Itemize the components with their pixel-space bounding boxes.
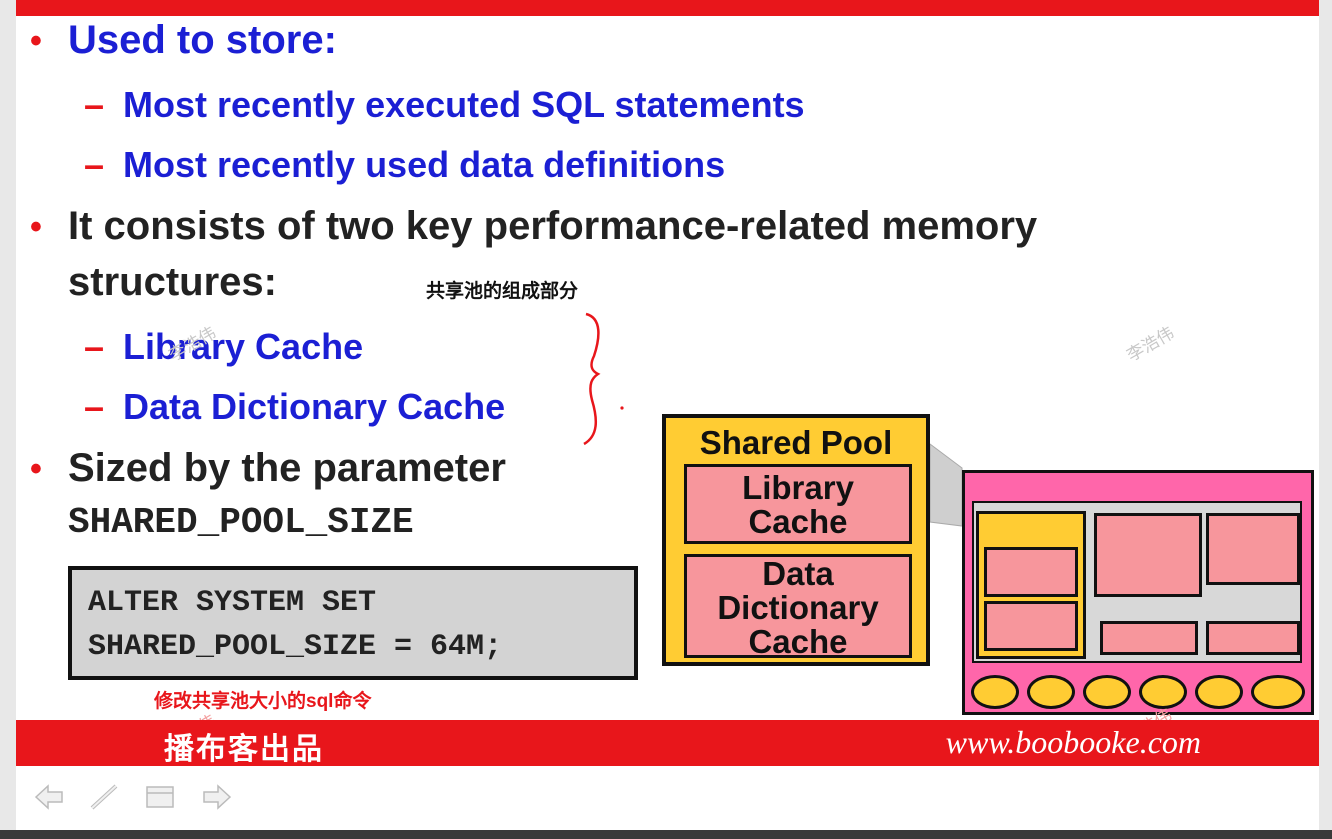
sql-code-box: ALTER SYSTEM SET SHARED_POOL_SIZE = 64M;: [68, 566, 638, 680]
bullet-text-continued: structures:: [68, 260, 277, 304]
sub-dash: –: [84, 84, 105, 125]
process-oval: [971, 675, 1019, 709]
watermark: 李浩伟: [1123, 323, 1178, 366]
shared-pool-title: Shared Pool: [699, 424, 893, 461]
bullet-text: Used to store:: [68, 18, 337, 62]
top-accent-bar: [16, 0, 1319, 16]
code-line-2: SHARED_POOL_SIZE = 64M;: [88, 630, 503, 664]
bullet-text: Sized by the parameter: [68, 446, 506, 490]
footer-logo: 播布客出品: [164, 733, 324, 766]
forward-arrow-icon[interactable]: [198, 782, 234, 812]
process-oval: [1251, 675, 1305, 709]
process-oval: [1027, 675, 1075, 709]
sga-pink-block: [1206, 621, 1300, 655]
process-oval: [1195, 675, 1243, 709]
process-oval: [1083, 675, 1131, 709]
sub-dash: –: [84, 326, 105, 367]
sub-bullet-library-cache: Library Cache: [123, 326, 364, 367]
footer-url: www.boobooke.com: [945, 724, 1201, 760]
sub-dash: –: [84, 144, 105, 185]
pen-icon[interactable]: [88, 782, 124, 812]
menu-icon[interactable]: [144, 782, 180, 812]
sub-bullet-sql-statements: Most recently executed SQL statements: [123, 84, 805, 125]
library-cache-box: Library Cache: [684, 464, 912, 544]
slide: • Used to store: – Most recently execute…: [16, 0, 1319, 839]
bullet-dot: •: [30, 22, 42, 60]
annotation-components: 共享池的组成部分: [426, 281, 579, 302]
back-arrow-icon[interactable]: [32, 782, 68, 812]
viewer-bottom-strip: [0, 830, 1332, 839]
bullet-dot: •: [30, 208, 42, 246]
code-line-1: ALTER SYSTEM SET: [88, 586, 377, 620]
bullet-dot: •: [30, 450, 42, 488]
sub-bullet-data-dictionary-cache: Data Dictionary Cache: [123, 386, 506, 427]
footer-bar: 播布客出品 www.boobooke.com: [16, 720, 1319, 766]
slide-nav-bar: [16, 766, 1319, 839]
shared-pool-diagram: Shared Pool Library Cache Data Dictionar…: [662, 414, 930, 666]
sga-diagram: [962, 470, 1314, 715]
parameter-name: SHARED_POOL_SIZE: [68, 502, 414, 543]
sga-pink-block: [1100, 621, 1198, 655]
sga-inner-area: [972, 501, 1302, 663]
process-oval: [1139, 675, 1187, 709]
bullet-text: It consists of two key performance-relat…: [68, 204, 1038, 248]
sga-pink-block: [984, 601, 1078, 651]
sga-pink-block: [1206, 513, 1300, 585]
sub-bullet-data-definitions: Most recently used data definitions: [123, 144, 726, 185]
brace-annotation: [583, 312, 624, 446]
annotation-sql-command: 修改共享池大小的sql命令: [154, 691, 372, 712]
data-dictionary-cache-box: Data Dictionary Cache: [684, 554, 912, 659]
sga-pink-block: [1094, 513, 1202, 597]
sub-dash: –: [84, 386, 105, 427]
sga-pink-block: [984, 547, 1078, 597]
